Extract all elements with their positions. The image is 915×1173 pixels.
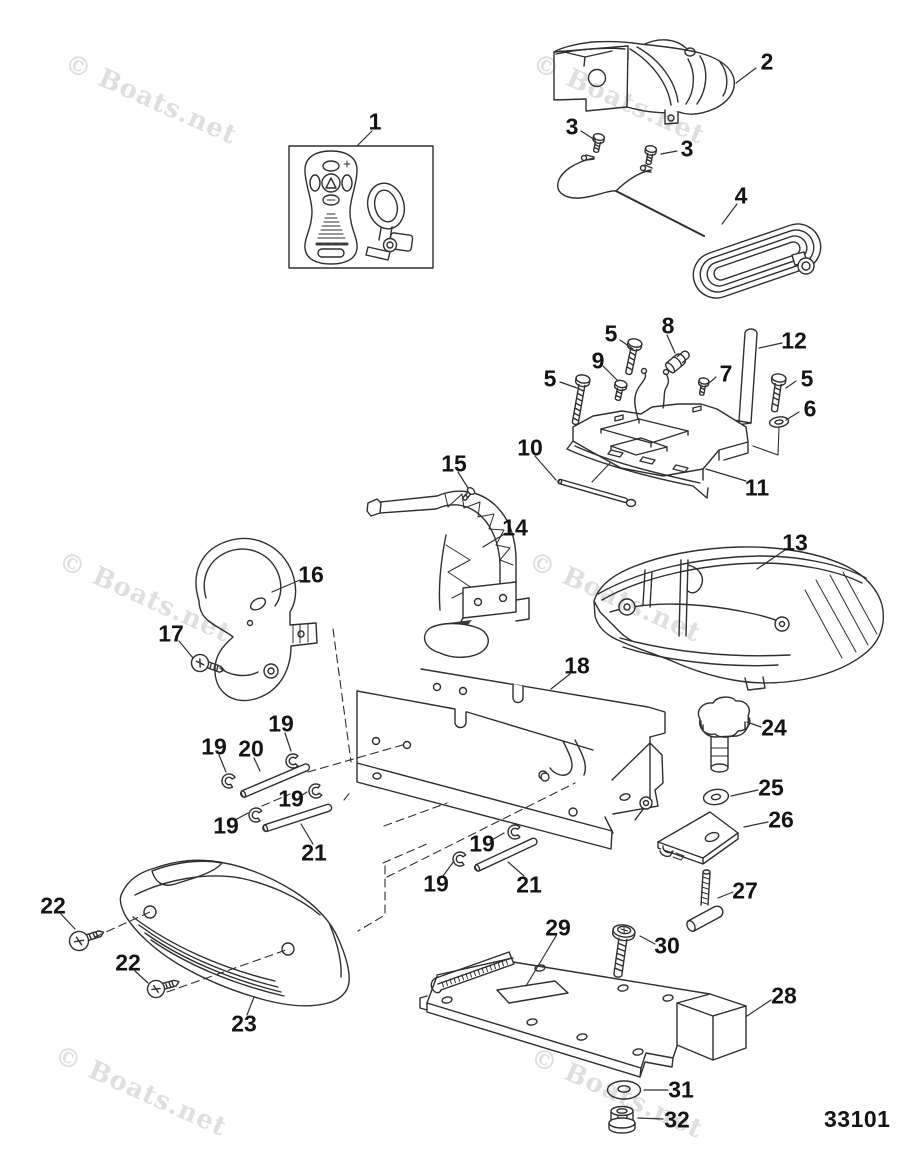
part-28-end-block xyxy=(677,994,746,1060)
callout-part-15: 15 xyxy=(441,450,467,477)
part-13-side-cover-drawing xyxy=(594,547,883,690)
callout-part-21: 21 xyxy=(516,871,542,898)
callout-part-19: 19 xyxy=(278,785,304,812)
callout-part-24: 24 xyxy=(761,714,787,741)
part-25-washer-drawing xyxy=(703,788,730,806)
callout-part-1: 1 xyxy=(368,108,382,135)
callout-part-5: 5 xyxy=(543,365,557,392)
part-22-screws-drawing xyxy=(67,922,182,999)
remote-clip-drawing xyxy=(363,179,413,260)
part-32-locknut-drawing xyxy=(609,1107,635,1134)
part-31-washer-drawing xyxy=(608,1081,641,1099)
part-2-cover-drawing xyxy=(554,40,734,124)
part-28-base-plate-drawing xyxy=(420,952,746,1077)
callout-part-8: 8 xyxy=(661,312,675,339)
callout-part-19: 19 xyxy=(268,710,294,737)
callout-part-14: 14 xyxy=(502,514,528,541)
callout-part-3: 3 xyxy=(565,113,579,140)
part-11-mount-plate-drawing xyxy=(567,369,748,499)
part-29-decal xyxy=(497,981,568,1003)
part-9-screw-drawing xyxy=(612,379,628,401)
callout-part-11: 11 xyxy=(744,474,770,501)
callout-part-22: 22 xyxy=(40,892,66,919)
part-30-bolt-drawing xyxy=(607,924,636,979)
part-28-serrated-rail xyxy=(431,952,514,993)
part-27-tbolt-drawing xyxy=(685,870,723,933)
part-14-truss-bracket-drawing xyxy=(367,491,529,657)
callout-part-10: 10 xyxy=(517,434,543,461)
callout-part-31: 31 xyxy=(668,1076,694,1103)
callout-part-21: 21 xyxy=(301,839,327,866)
part-16-hook-cover-drawing xyxy=(196,539,317,701)
callout-part-16: 16 xyxy=(298,561,324,588)
callout-part-4: 4 xyxy=(734,182,748,209)
callout-part-19: 19 xyxy=(201,733,227,760)
callout-part-23: 23 xyxy=(231,1010,257,1037)
callout-part-26: 26 xyxy=(768,806,794,833)
callout-part-18: 18 xyxy=(564,652,590,679)
part-1-remote-kit-drawing xyxy=(289,146,433,268)
callout-part-12: 12 xyxy=(781,327,807,354)
callout-part-5: 5 xyxy=(800,365,814,392)
callout-part-3: 3 xyxy=(680,135,694,162)
part-18-channel-bracket-drawing xyxy=(357,669,665,849)
callout-part-28: 28 xyxy=(771,982,797,1009)
callout-part-27: 27 xyxy=(732,877,758,904)
part-21-pin-drawing xyxy=(262,803,333,832)
part-5-screws-drawing xyxy=(568,338,786,426)
part-10-pin-drawing xyxy=(557,462,635,507)
callout-part-32: 32 xyxy=(664,1106,690,1133)
callout-part-30: 30 xyxy=(654,932,680,959)
part-23-side-cover-drawing xyxy=(120,860,349,1006)
callout-part-29: 29 xyxy=(545,914,571,941)
callout-part-19: 19 xyxy=(469,830,495,857)
part-4-harness-drawing xyxy=(558,155,827,304)
part-6-washer-drawing xyxy=(753,416,789,455)
callout-part-25: 25 xyxy=(758,774,784,801)
leader-lines xyxy=(61,68,799,1119)
diagram-number: 33101 xyxy=(824,1106,891,1132)
part-17-screw-drawing xyxy=(190,653,226,677)
callout-part-5: 5 xyxy=(604,320,618,347)
callout-part-2: 2 xyxy=(760,48,774,75)
part-26-clamp-plate-drawing xyxy=(658,812,738,864)
callout-part-6: 6 xyxy=(803,395,817,422)
callout-part-22: 22 xyxy=(115,949,141,976)
callout-part-17: 17 xyxy=(158,620,184,647)
part-21-pin-2-drawing xyxy=(474,837,539,872)
part-20-pin-drawing xyxy=(240,763,311,798)
part-7-screw-drawing xyxy=(697,377,710,396)
callout-part-19: 19 xyxy=(423,870,449,897)
part-24-knob-drawing xyxy=(698,697,749,772)
callout-part-13: 13 xyxy=(782,529,808,556)
part-19-eclips-drawing xyxy=(220,754,519,867)
callout-part-7: 7 xyxy=(719,360,733,387)
callout-part-9: 9 xyxy=(591,347,605,374)
callout-part-19: 19 xyxy=(213,812,239,839)
callout-part-20: 20 xyxy=(238,735,264,762)
assembly-dash-lines xyxy=(95,629,575,992)
